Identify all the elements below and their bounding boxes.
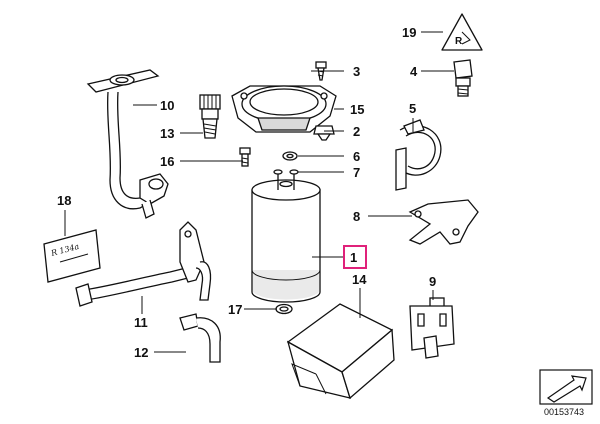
part-17-gasket[interactable] bbox=[275, 303, 293, 315]
arrow-icon bbox=[546, 375, 587, 403]
part-19-warning-label[interactable]: R bbox=[441, 13, 483, 51]
callout-1-highlight-box bbox=[343, 245, 367, 269]
part-5-clamp[interactable] bbox=[395, 119, 442, 191]
part-14-desiccant-bag[interactable] bbox=[286, 303, 395, 400]
callout-1[interactable]: 1 bbox=[350, 250, 357, 265]
callout-8[interactable]: 8 bbox=[353, 209, 360, 224]
callout-15[interactable]: 15 bbox=[350, 102, 364, 117]
callout-4[interactable]: 4 bbox=[410, 64, 418, 79]
callout-10[interactable]: 10 bbox=[160, 98, 174, 113]
callout-17[interactable]: 17 bbox=[228, 302, 242, 317]
part-2-clip-nut[interactable] bbox=[313, 125, 335, 141]
part-16-bolt[interactable] bbox=[239, 147, 251, 167]
callout-12[interactable]: 12 bbox=[134, 345, 148, 360]
part-9-connector[interactable] bbox=[409, 297, 455, 359]
leader-lines bbox=[64, 31, 454, 353]
part-11-pipe[interactable] bbox=[75, 221, 212, 307]
callout-6[interactable]: 6 bbox=[353, 149, 360, 164]
part-13-valve[interactable] bbox=[199, 94, 221, 139]
callout-2[interactable]: 2 bbox=[353, 124, 360, 139]
callout-13[interactable]: 13 bbox=[160, 126, 174, 141]
part-18-label-card[interactable]: R 134a bbox=[43, 229, 101, 283]
callout-18[interactable]: 18 bbox=[57, 193, 71, 208]
part-1-receiver-dryer[interactable] bbox=[251, 169, 321, 303]
callout-9[interactable]: 9 bbox=[429, 274, 436, 289]
diagram-reference-number: 00153743 bbox=[544, 407, 584, 417]
part-6-seal[interactable] bbox=[282, 151, 298, 161]
part-4-pressure-switch[interactable] bbox=[453, 59, 473, 97]
warning-icon-text: R bbox=[455, 36, 463, 47]
callout-7[interactable]: 7 bbox=[353, 165, 360, 180]
callout-19[interactable]: 19 bbox=[402, 25, 416, 40]
callout-14[interactable]: 14 bbox=[352, 272, 367, 287]
part-15-bracket[interactable] bbox=[231, 85, 337, 133]
callout-16[interactable]: 16 bbox=[160, 154, 174, 169]
part-8-bracket[interactable] bbox=[408, 199, 479, 245]
callout-labels: 1 2 3 4 5 6 7 8 9 10 11 12 13 14 15 16 1… bbox=[57, 25, 436, 360]
callout-11[interactable]: 11 bbox=[134, 315, 148, 330]
part-12-hose[interactable] bbox=[179, 313, 221, 363]
diagram-nav-icon[interactable] bbox=[539, 369, 593, 405]
callout-3[interactable]: 3 bbox=[353, 64, 360, 79]
callout-5[interactable]: 5 bbox=[409, 101, 416, 116]
part-10-pipe[interactable] bbox=[86, 69, 169, 219]
